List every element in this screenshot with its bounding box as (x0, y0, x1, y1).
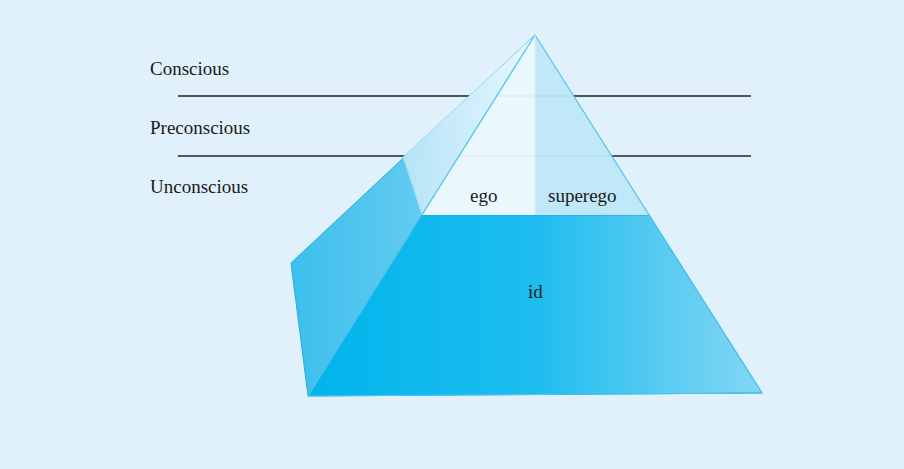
region-node: superego (544, 183, 621, 210)
region-node: id (524, 279, 547, 306)
level-line (178, 95, 751, 96)
region-label: superego (548, 185, 617, 208)
apex-edge (535, 35, 536, 215)
region-label: id (528, 281, 543, 304)
level-label: Unconscious (150, 176, 248, 199)
id-region (308, 215, 762, 396)
region-label: ego (470, 185, 497, 208)
cut-face (403, 35, 535, 215)
level-label: Conscious (150, 58, 229, 81)
pyramid-outline (308, 35, 762, 396)
level-label: Preconscious (150, 117, 250, 140)
region-node: ego (466, 183, 501, 210)
